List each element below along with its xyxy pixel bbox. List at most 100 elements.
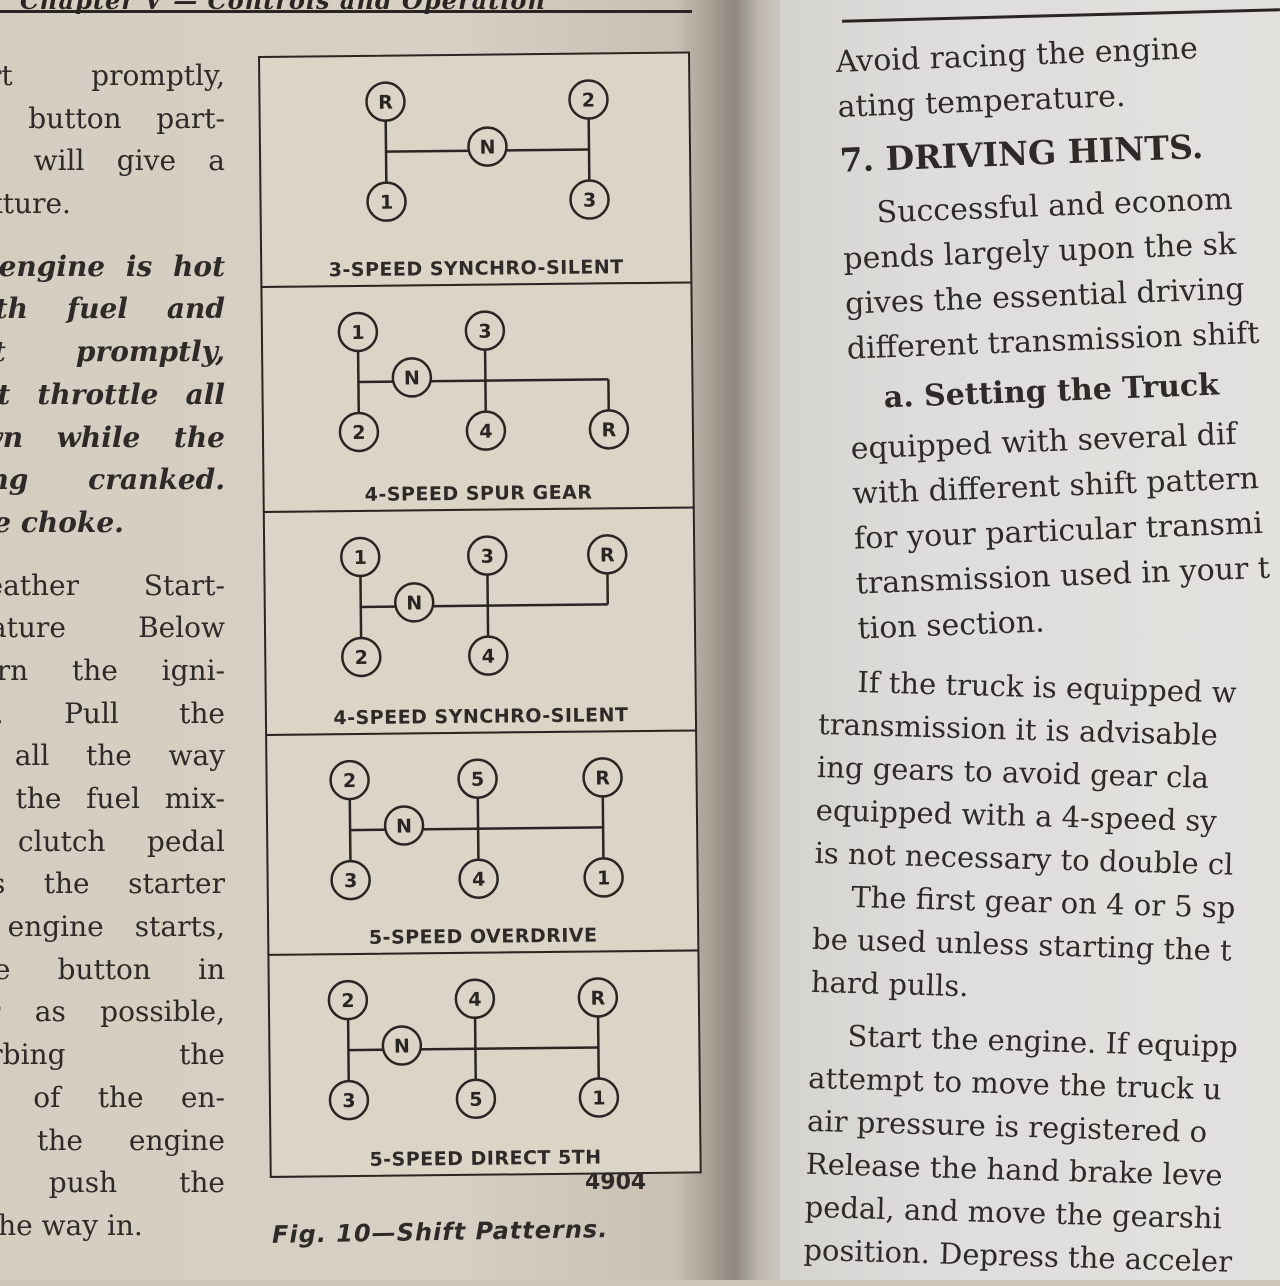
svg-text:R: R <box>378 92 393 114</box>
svg-text:5: 5 <box>471 769 484 791</box>
svg-text:2: 2 <box>352 422 365 444</box>
svg-text:3: 3 <box>342 1090 355 1112</box>
gear-position: 1 <box>578 1077 620 1118</box>
text-line: with fuel and <box>0 292 225 326</box>
text-line: ng of the en- <box>0 1080 225 1114</box>
right-text-bottom: If the truck is equipped w transmission … <box>803 660 1280 1286</box>
gear-position: 2 <box>568 79 609 120</box>
text-line: his will give a <box>0 144 225 178</box>
gear-position: 2 <box>327 979 369 1021</box>
text-line: n all the way <box>0 739 225 773</box>
text-line: turbing the <box>0 1038 225 1072</box>
svg-text:1: 1 <box>592 1087 605 1109</box>
svg-text:5: 5 <box>469 1089 482 1111</box>
figure-number: 4904 <box>585 1170 647 1195</box>
svg-text:2: 2 <box>341 990 354 1012</box>
gear-position: 3 <box>330 859 371 901</box>
svg-text:4: 4 <box>479 421 492 443</box>
gear-position: 3 <box>328 1079 370 1121</box>
svg-text:3: 3 <box>583 189 596 211</box>
text-line: Weather Start- <box>0 568 225 602</box>
svg-text:3: 3 <box>344 870 357 892</box>
text-line: on. Pull the <box>0 696 225 730</box>
gear-position: 4 <box>465 410 507 451</box>
svg-text:1: 1 <box>380 192 393 214</box>
text-line: Turn the igni- <box>0 653 225 687</box>
svg-text:1: 1 <box>351 322 364 344</box>
header-rule-left <box>0 10 692 13</box>
text-line: as the engine <box>0 1123 225 1157</box>
gear-position: 1 <box>340 536 381 578</box>
pattern-label: 5-SPEED DIRECT 5TH <box>369 1146 602 1171</box>
text-line: e engine is hot <box>0 249 225 283</box>
text-line: oke button in <box>0 952 225 986</box>
svg-text:2: 2 <box>343 770 356 792</box>
svg-text:2: 2 <box>582 89 595 111</box>
figure-caption: Fig. 10—Shift Patterns. <box>271 1215 609 1249</box>
svg-text:N: N <box>404 367 420 389</box>
neutral-position: N <box>393 582 435 623</box>
svg-text:R: R <box>590 987 605 1009</box>
svg-text:3: 3 <box>478 321 491 343</box>
gear-position: 3 <box>466 535 508 576</box>
shift-pattern-panel: N 1 2 3 4 R 4-SPEED SPUR GEAR <box>260 281 695 513</box>
gear-position: 1 <box>583 857 624 898</box>
text-line: tart promptly, <box>0 59 225 92</box>
svg-text:R: R <box>595 767 610 789</box>
pattern-label: 3-SPEED SYNCHRO-SILENT <box>328 256 624 282</box>
svg-text:1: 1 <box>597 867 610 889</box>
gear-position: 2 <box>329 759 370 801</box>
svg-text:4: 4 <box>472 869 485 891</box>
text-line: ess the starter <box>0 867 225 901</box>
gear-position: R <box>365 81 406 122</box>
neutral-position: N <box>391 357 433 398</box>
text-line: oot throttle all <box>0 377 225 411</box>
gear-position: R <box>588 409 630 450</box>
text-line: own while the <box>0 420 225 454</box>
gear-position: 5 <box>457 758 498 799</box>
text-line: ll the way in. <box>0 1208 143 1242</box>
text-line: the choke. <box>0 505 124 539</box>
gear-position: 1 <box>337 311 379 353</box>
svg-text:R: R <box>600 544 615 566</box>
text-line: se the fuel mix- <box>0 782 225 815</box>
gear-position: 4 <box>468 635 509 676</box>
shift-pattern-panel: N 1 2 3 4 R 4-SPEED SYNCHRO-SILENT <box>262 506 698 736</box>
svg-text:4: 4 <box>482 646 495 668</box>
gear-position: 3 <box>569 179 610 220</box>
text-line: e clutch pedal <box>0 824 225 858</box>
right-text-top: Avoid racing the engine ating temperatur… <box>835 20 1280 652</box>
neutral-position: N <box>467 126 508 167</box>
right-page <box>780 0 1280 1280</box>
svg-text:N: N <box>394 1035 410 1057</box>
svg-text:2: 2 <box>355 647 368 669</box>
text-line: far as possible, <box>0 995 225 1029</box>
neutral-position: N <box>381 1025 423 1066</box>
gear-position: 3 <box>464 310 506 351</box>
gear-position: R <box>577 977 619 1018</box>
gear-position: R <box>586 534 628 575</box>
gear-position: 5 <box>455 1078 497 1120</box>
svg-text:N: N <box>396 815 412 837</box>
text-line: art promptly, <box>0 335 225 369</box>
svg-text:N: N <box>406 592 422 614</box>
shift-pattern-panel: N R 1 2 3 3-SPEED SYNCHRO-SILENT <box>258 51 693 288</box>
text-line: e engine starts, <box>0 910 225 944</box>
svg-text:1: 1 <box>354 547 367 569</box>
text-line: ke button part- <box>0 101 225 135</box>
gear-position: R <box>582 757 623 798</box>
svg-text:4: 4 <box>468 989 481 1011</box>
gear-position: 4 <box>454 978 496 1020</box>
text-line: nixture. <box>0 187 71 221</box>
pattern-label: 4-SPEED SPUR GEAR <box>364 481 593 506</box>
left-text-column: tart promptly, ke button part-his will gi… <box>0 55 225 1248</box>
pattern-label: 4-SPEED SYNCHRO-SILENT <box>333 704 629 730</box>
shift-pattern-panel: N 2 3 4 5 R 1 5-SPEED DIRECT 5TH <box>267 949 702 1178</box>
gear-position: 1 <box>366 181 407 222</box>
text-line: erature Below <box>0 611 225 645</box>
neutral-position: N <box>383 805 425 846</box>
gear-position: 2 <box>341 636 382 678</box>
